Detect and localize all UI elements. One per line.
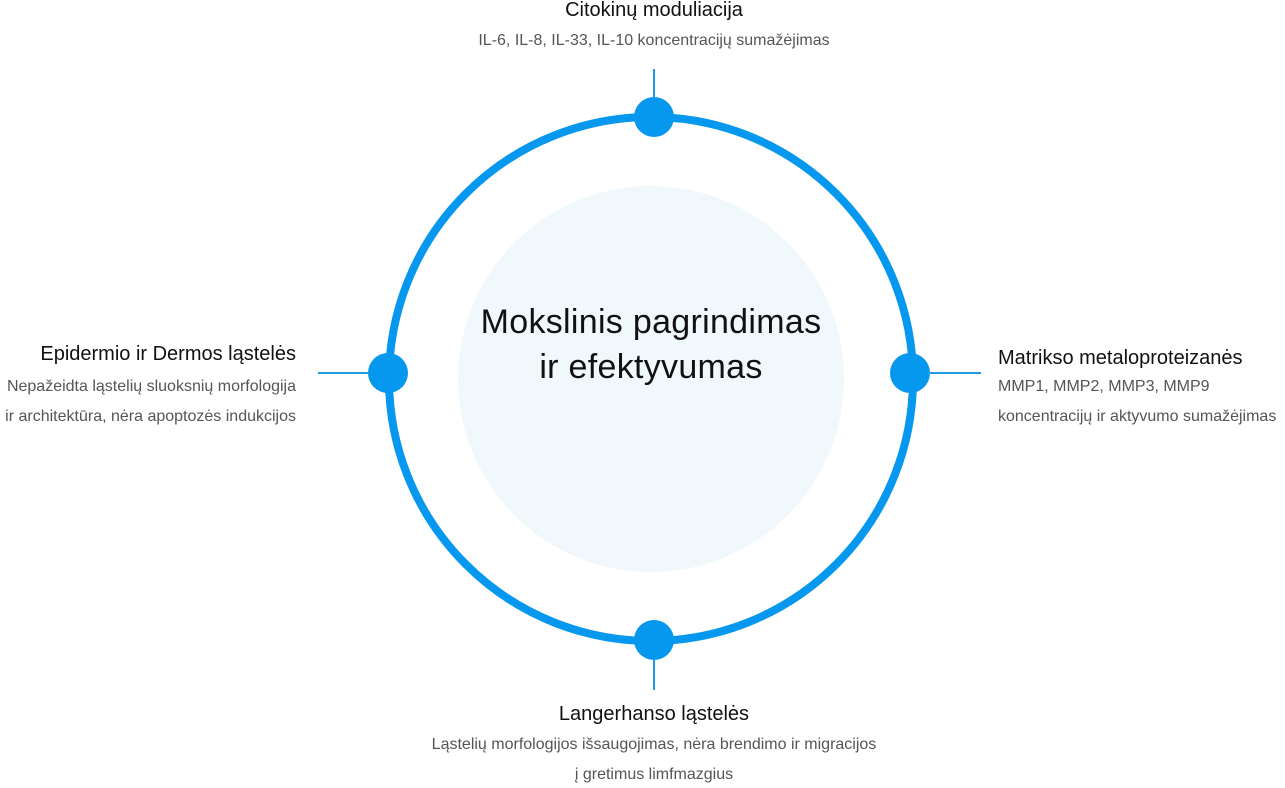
node-title: Matrikso metaloproteizanės bbox=[998, 347, 1243, 369]
node-description: Nepažeidta ląstelių sluoksnių morfologij… bbox=[5, 378, 296, 425]
node-matrix-metalloproteinases: Matrikso metaloproteizanės MMP1, MMP2, M… bbox=[998, 346, 1283, 432]
node-title: Langerhanso ląstelės bbox=[558, 703, 750, 725]
node-description: IL-6, IL-8, IL-33, IL-10 koncentracijų s… bbox=[478, 32, 830, 49]
node-dot-left bbox=[368, 353, 408, 393]
node-description: MMP1, MMP2, MMP3, MMP9 koncentracijų ir … bbox=[998, 378, 1277, 425]
node-description: Ląstelių morfologijos išsaugojimas, nėra… bbox=[431, 736, 877, 783]
node-dot-bottom bbox=[634, 620, 674, 660]
center-background-circle bbox=[458, 186, 844, 572]
node-epidermis-dermis-cells: Epidermio ir Dermos ląstelės Nepažeidta … bbox=[0, 342, 296, 432]
node-langerhans-cells: Langerhanso ląstelės Ląstelių morfologij… bbox=[430, 702, 878, 788]
node-dot-right bbox=[890, 353, 930, 393]
node-dot-top bbox=[634, 97, 674, 137]
node-cytokine-modulation: Citokinų moduliacija IL-6, IL-8, IL-33, … bbox=[400, 0, 908, 56]
center-title: Mokslinis pagrindimas ir efektyvumas bbox=[480, 303, 822, 386]
node-title: Citokinų moduliacija bbox=[565, 0, 743, 21]
node-title: Epidermio ir Dermos ląstelės bbox=[40, 343, 296, 365]
